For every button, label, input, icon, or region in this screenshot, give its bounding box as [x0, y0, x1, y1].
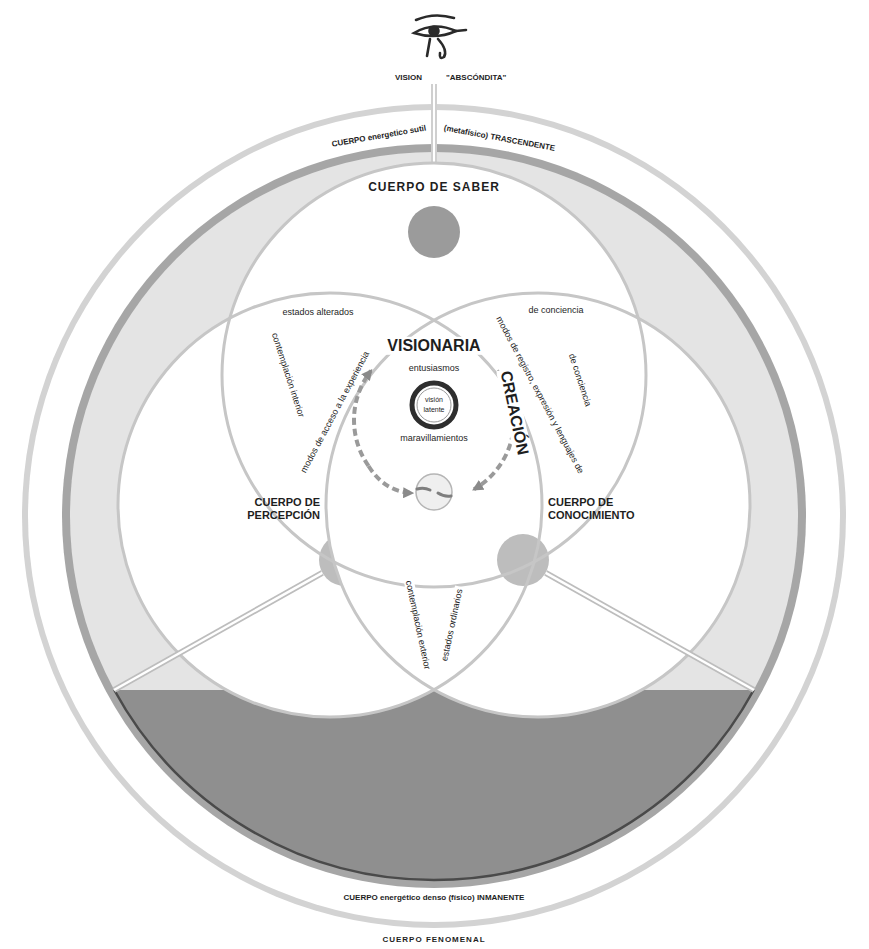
ring-band [70, 152, 798, 880]
arc-label: de conciencia [526, 305, 585, 315]
outer-body-label: CUERPO FENOMENAL [382, 935, 485, 944]
circle-label: CUERPO DE CONOCIMIENTO [548, 496, 668, 521]
eye-tail [456, 30, 466, 31]
dashed-arrow [354, 371, 371, 466]
radial-line-core [546, 573, 754, 690]
arc-label: de conciencia [566, 350, 594, 409]
hand-left [417, 488, 430, 490]
core-inner-ring [417, 388, 451, 422]
body-dot [497, 534, 549, 586]
cycle-title: VISIONARIA [385, 337, 482, 355]
image-disc [416, 474, 452, 510]
arc-label: contemplación exterior [403, 578, 433, 673]
immanent-edge [114, 690, 753, 880]
eye-brow [416, 15, 454, 20]
core-label: visión [425, 396, 443, 404]
core-label: maravillamientos [400, 433, 468, 443]
body-dot [408, 206, 460, 258]
circle-label: CUERPO DE SABER [368, 181, 500, 195]
immanent-region [114, 690, 753, 880]
eye-of-horus [414, 15, 466, 57]
hand-right [438, 493, 451, 496]
eye-outline [414, 26, 456, 36]
arc-label: modos de acceso a la experiencia [298, 348, 373, 477]
eye-pupil [430, 27, 439, 36]
core-ring [412, 383, 456, 427]
band-label: CUERPO energético denso (físico) INMANEN… [344, 893, 525, 902]
vision-axis [431, 84, 437, 164]
radial-lines [114, 573, 754, 690]
radial-line [114, 573, 322, 690]
ring-band [62, 144, 806, 888]
eye-tear-line [427, 39, 430, 56]
circle-label: CUERPO DE PERCEPCIÓN [210, 496, 320, 521]
vision-axis-core [433, 84, 435, 163]
arc-label: contemplación interior [269, 330, 307, 421]
arc-label: estados alterados [280, 307, 355, 317]
latent-vision-core: entusiasmos visión latente maravillamientos [384, 362, 484, 452]
heading-label: "ABSCÓNDITA" [444, 73, 508, 82]
dashed-arrow [369, 466, 413, 493]
eye-spiral [438, 39, 445, 58]
ring-band [28, 110, 840, 922]
phenomenal-body-ring: CUERPO energetico sutil(metafísico) TRAS… [22, 104, 846, 928]
circle-outline [222, 163, 646, 587]
radial-line [546, 573, 754, 690]
creation-image [416, 474, 452, 510]
heading-label: VISION [393, 73, 424, 82]
radial-line-core [114, 573, 322, 690]
core-label: entusiasmos [409, 363, 460, 373]
arc-label: estados ordinarios [439, 586, 465, 664]
ring-band [22, 104, 846, 928]
core-label: latente [423, 406, 444, 414]
